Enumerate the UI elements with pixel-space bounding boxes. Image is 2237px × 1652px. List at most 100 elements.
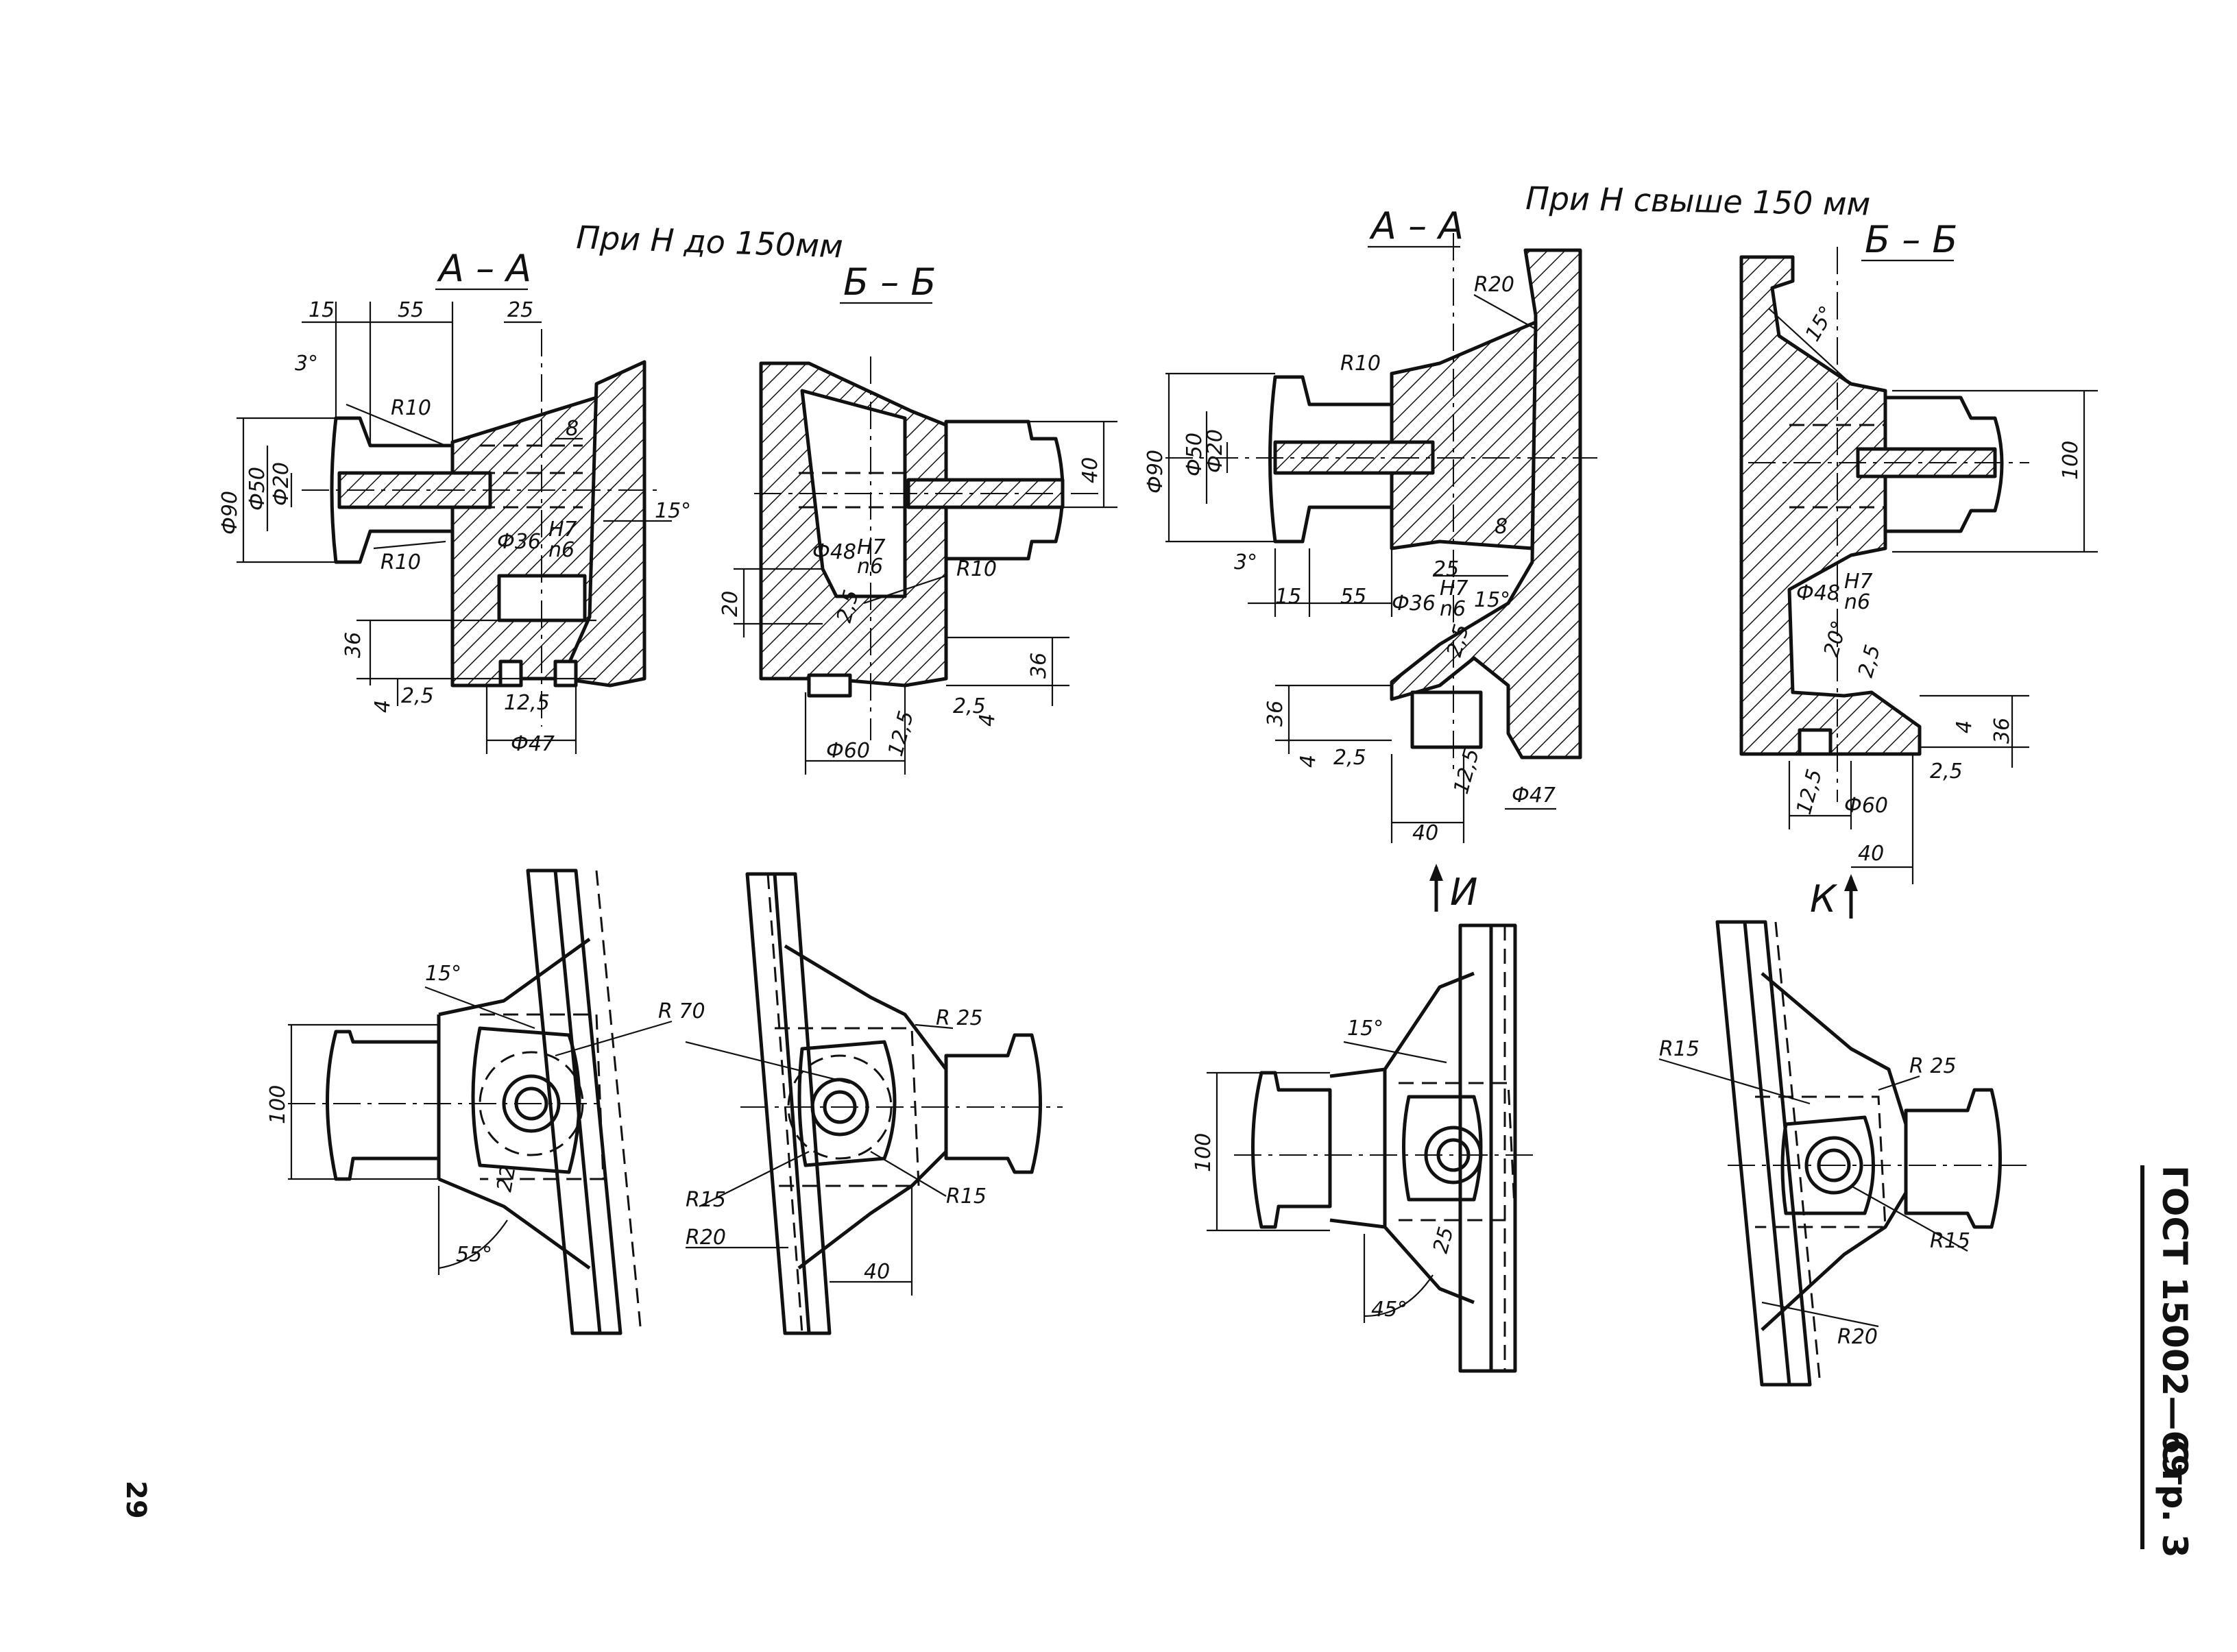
dim-fit-h7-d: H7 [1844,570,1873,594]
dim-8: 8 [566,417,579,441]
dim-r15-p2b: R15 [946,1185,987,1208]
dim-phi47-c: Ф47 [1512,784,1556,807]
dim-15-c: 15 [1275,585,1301,609]
svg-text:Б – Б: Б – Б [843,260,936,304]
dim-fit-n6-c: n6 [1440,597,1466,621]
dim-phi60: Ф60 [826,739,870,763]
dim-25: 25 [507,298,533,322]
dim-roughness-2-5: 2,5 [401,684,434,708]
dim-r25-p2: R 25 [936,1006,983,1030]
dim-45-deg: 45° [1371,1298,1407,1322]
header-upto-150: При H до 150мм [576,219,844,265]
dim-r10-bottom: R10 [380,550,421,574]
dim-55: 55 [398,298,424,322]
dim-r20-p2: R20 [686,1226,726,1250]
view-label-k: К [1810,877,1838,921]
dim-fit-h7-c: H7 [1440,576,1468,600]
svg-text:А – А: А – А [1369,204,1464,247]
gost-code: ГОСТ 15002—69 [2155,1165,2194,1478]
section-label-aa-right: А – А [1368,204,1464,248]
dim-40-p2: 40 [864,1260,890,1284]
dim-55-deg: 55° [456,1243,492,1267]
dim-40: 40 [1078,457,1102,483]
section-label-aa-left: А – А [435,247,531,291]
dim-phi20: Ф20 [269,462,293,506]
dim-36: 36 [341,632,365,658]
dim-phi90-c: Ф90 [1144,450,1168,494]
dim-r15-p2a: R15 [686,1188,726,1212]
svg-text:А – А: А – А [437,247,531,290]
dim-15-deg-c: 15° [1474,588,1510,612]
section-label-bb-right: Б – Б [1861,218,1957,262]
dim-4-c: 4 [1296,755,1320,768]
plan-view-3: 100 15° 25 45° [1192,923,1536,1373]
dim-20-deg-d: 20° [1819,618,1852,659]
dim-roughness-12-5-d: 12,5 [1792,766,1827,817]
dim-100-p3: 100 [1192,1133,1216,1172]
dim-22: 22 [492,1164,520,1194]
dim-roughness-12-5-b: 12,5 [884,708,919,759]
dim-phi48: Ф48 [812,540,856,564]
dim-36-d: 36 [1990,718,2014,744]
section-aa-over150: R20 R10 Ф90 Ф50 Ф20 3° 15 55 8 25 Ф36 H7… [1144,233,1597,914]
dim-fit-h7: H7 [548,518,577,542]
dim-40-c: 40 [1412,821,1438,845]
plan-view-2: R 25 R15 R15 R20 40 [685,872,1063,1335]
dim-15-deg-p3: 15° [1347,1017,1383,1041]
dim-roughness-12-5-c: 12,5 [1449,746,1484,797]
dim-fit-n6-d: n6 [1844,590,1870,614]
svg-text:Б – Б: Б – Б [1865,218,1957,261]
dim-36-c: 36 [1263,701,1287,727]
dim-100-p1: 100 [266,1085,290,1124]
dim-15-deg-p1: 15° [425,962,461,986]
dim-3-deg: 3° [295,352,318,376]
section-aa-upto150: 15 55 25 3° R10 R10 8 15° Ф90 Ф50 Ф20 Ф3… [218,298,691,756]
dim-36-b: 36 [1027,653,1051,679]
header-over-150: При H свыше 150 мм [1525,180,1871,223]
dim-fit-n6: n6 [548,538,575,562]
dim-4-b: 4 [976,714,1000,727]
plan-view-4: R15 R 25 R15 R20 [1658,920,2029,1387]
dim-8-c: 8 [1495,515,1508,539]
dim-r15-p4b: R15 [1930,1229,1970,1253]
dim-phi90: Ф90 [218,491,242,535]
dim-roughness-12-5: 12,5 [504,691,550,715]
dim-phi20-c: Ф20 [1203,429,1227,473]
view-label-i: И [1450,871,1477,914]
dim-20: 20 [718,591,742,617]
dim-40-d: 40 [1858,842,1884,866]
section-bb-over150: 15° 100 Ф48 H7 n6 20° 2,5 36 4 2,5 12,5 … [1739,247,2098,921]
dim-15-deg: 15° [655,499,691,523]
dim-25-p3: 25 [1429,1224,1459,1256]
page-number: 29 [120,1481,152,1519]
dim-fit-h7-b: H7 [857,535,886,559]
dim-roughness-2-5-c: 2,5 [1333,746,1366,770]
dim-4-d: 4 [1952,720,1976,733]
dim-phi36: Ф36 [497,530,541,554]
dim-r10: R10 [956,557,997,581]
gost-margin-label: ГОСТ 15002—69 Стр. 3 [2140,1165,2194,1558]
dim-3-deg-c: 3° [1234,550,1257,574]
dim-phi50-c: Ф50 [1183,433,1207,476]
dim-fit-n6-b: n6 [857,555,883,579]
dim-r10-top: R10 [391,396,431,420]
section-label-bb-left: Б – Б [840,260,936,304]
dim-15-deg-d: 15° [1801,302,1840,345]
dim-25-c: 25 [1433,557,1459,581]
dim-r15-p4a: R15 [1659,1037,1700,1061]
plan-view-1: 100 15° R 70 22 55° [266,868,705,1335]
section-bb-upto150: 40 Ф48 H7 n6 R10 20 2,5 36 4 2,5 Ф60 12,… [718,356,1117,775]
dim-phi48-d: Ф48 [1796,581,1840,605]
dim-r20: R20 [1474,273,1514,297]
dim-phi47: Ф47 [511,732,555,756]
dim-roughness-2-5-b: 2,5 [953,694,986,718]
dim-100-d: 100 [2059,441,2083,480]
dim-roughness-2-5-d: 2,5 [1930,760,1963,784]
dim-r25-p4: R 25 [1909,1054,1957,1078]
dim-r20-p4: R20 [1837,1325,1878,1349]
dim-r10-c: R10 [1340,352,1381,376]
dim-4: 4 [371,700,395,713]
dim-r70: R 70 [658,999,705,1023]
dim-15: 15 [309,298,335,322]
